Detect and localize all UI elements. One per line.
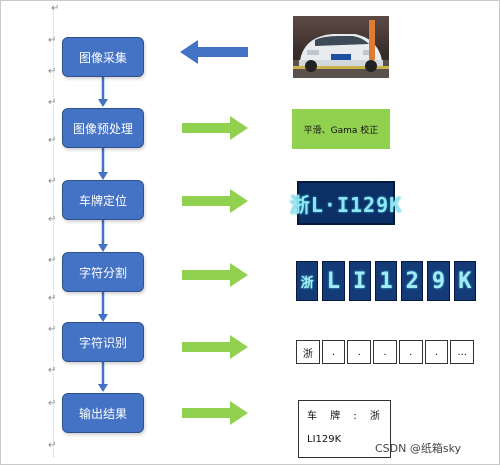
flow-arrow (98, 292, 108, 322)
paragraph-mark: ↵ (48, 440, 57, 451)
recognized-cell: . (373, 340, 397, 364)
preprocess-text: 平滑、Gama 校正 (303, 125, 379, 136)
segment-char: I (348, 261, 371, 301)
segment-char: K (453, 261, 476, 301)
recognized-cell: . (347, 340, 372, 364)
recognized-cell: ... (450, 340, 475, 364)
output-line-plate: LI129K (307, 434, 342, 445)
paragraph-mark: ↵ (48, 255, 57, 266)
step-plate-locate: 车牌定位 (62, 180, 144, 220)
recognized-cell: . (424, 340, 449, 364)
car-photo (293, 16, 389, 78)
paragraph-mark: ↵ (48, 35, 57, 46)
side-arrow-recognize (182, 335, 248, 359)
paragraph-mark: ↵ (48, 293, 57, 304)
step-char-segment: 字符分割 (62, 252, 144, 292)
side-arrow-preprocess (182, 116, 248, 140)
side-arrow-output (182, 401, 248, 425)
segmented-chars: 浙 L I 1 2 9 K (296, 261, 476, 301)
segment-char: 2 (401, 261, 424, 301)
paragraph-mark: ↵ (51, 3, 60, 14)
paragraph-mark: ↵ (48, 324, 57, 335)
preprocess-box: 平滑、Gama 校正 (292, 109, 390, 149)
flow-arrow (98, 148, 108, 180)
step-output-result: 输出结果 (62, 393, 144, 433)
flow-arrow (98, 220, 108, 252)
paragraph-mark: ↵ (48, 97, 57, 108)
flow-arrow (98, 362, 108, 392)
segment-char: L (322, 261, 345, 301)
paragraph-mark: ↵ (48, 214, 57, 225)
paragraph-mark: ↵ (48, 66, 57, 77)
output-line-label: 车 牌 : 浙 (307, 411, 385, 422)
side-arrows (182, 116, 248, 425)
recognized-cells: 浙 . . . . . ... (296, 340, 475, 364)
plate-text: 浙L·I129K (289, 192, 403, 217)
step-char-recognize: 字符识别 (62, 322, 144, 362)
step-image-capture: 图像采集 (62, 37, 144, 77)
table-frame-line (53, 5, 474, 457)
paragraph-mark: ↵ (48, 176, 57, 187)
step-image-preprocess: 图像预处理 (62, 108, 144, 148)
side-arrow-segment (182, 263, 248, 287)
segment-char: 1 (374, 261, 398, 301)
input-arrow (180, 40, 248, 64)
segment-char: 浙 (296, 261, 319, 301)
recognized-cell: . (398, 340, 423, 364)
segment-char: 9 (427, 261, 450, 301)
car-illustration (293, 20, 389, 78)
located-plate: 浙L·I129K (290, 181, 401, 225)
paragraph-mark: ↵ (48, 398, 57, 409)
recognized-cell: 浙 (296, 340, 320, 364)
side-arrow-locate (182, 189, 248, 213)
watermark: CSDN @纸箱sky (375, 442, 462, 455)
paragraph-mark: ↵ (48, 365, 57, 376)
recognized-cell: . (321, 340, 346, 364)
paragraph-mark: ↵ (48, 135, 57, 146)
flow-arrow (98, 77, 108, 107)
flow-arrows (98, 77, 108, 392)
output-result-box: 车 牌 : 浙 LI129K (298, 400, 391, 458)
